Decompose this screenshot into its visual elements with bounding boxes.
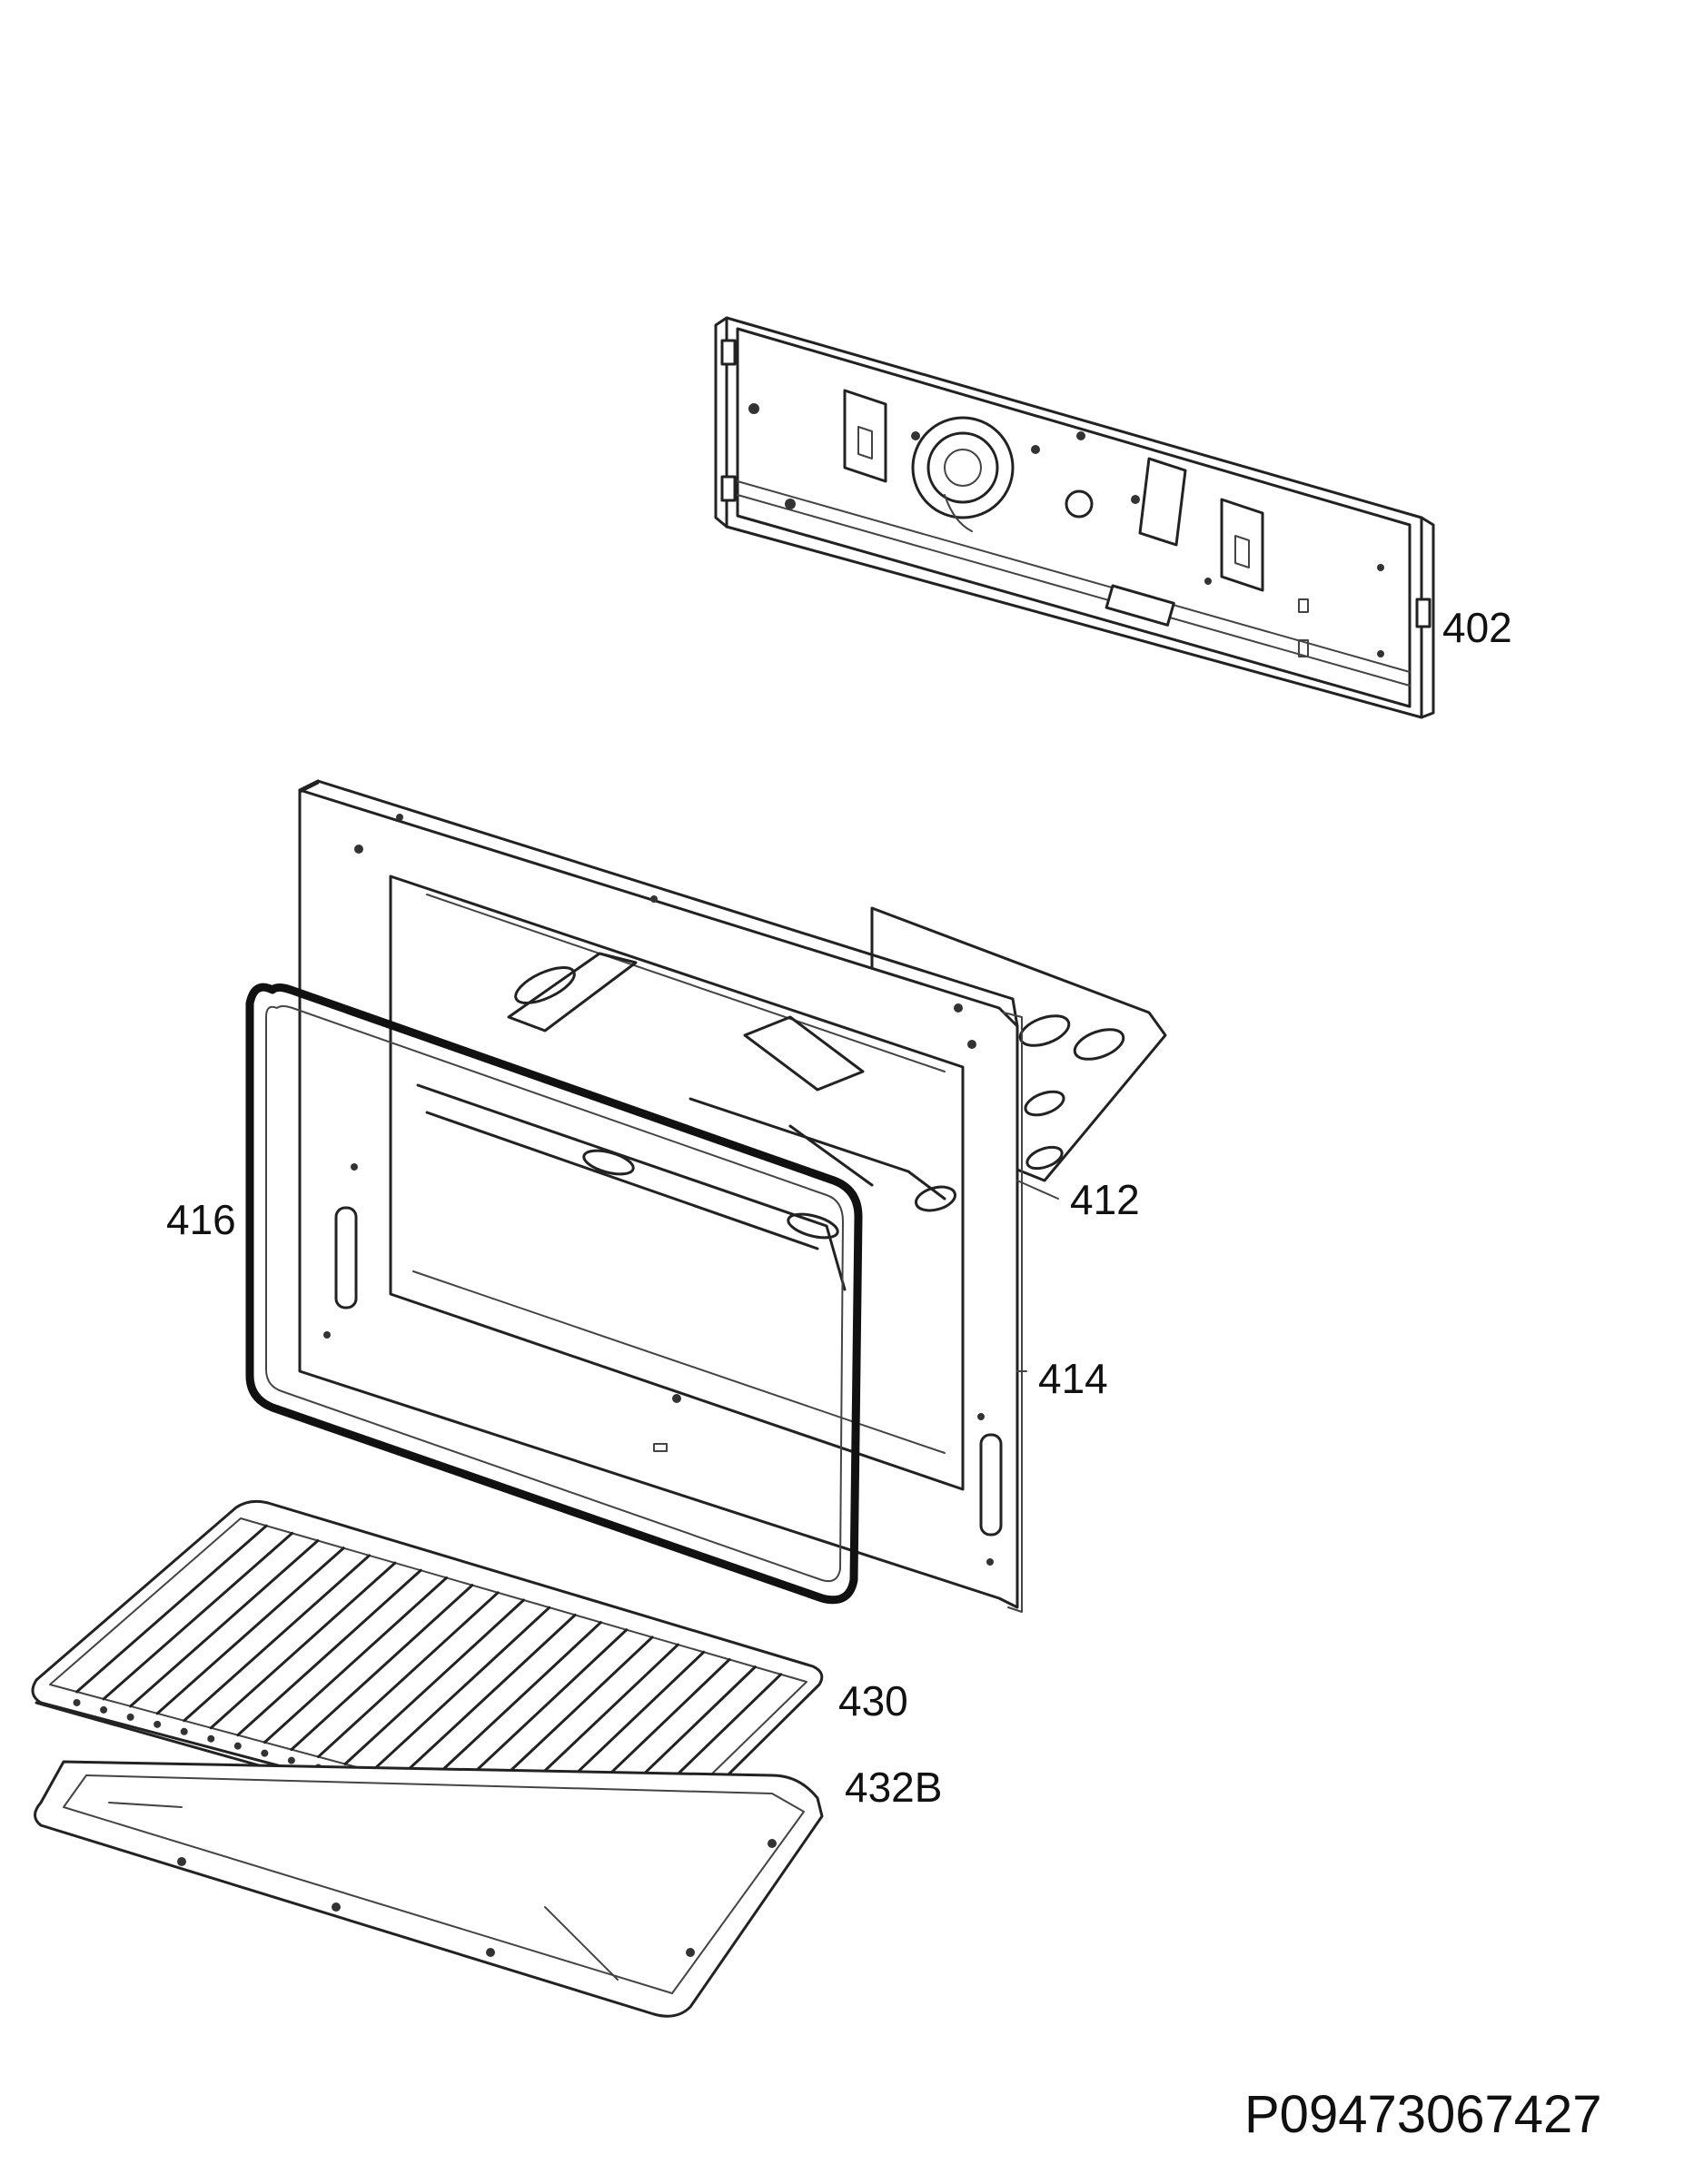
- rack-foot: [207, 1734, 215, 1743]
- rack-bar: [102, 1531, 294, 1701]
- rack-bar: [75, 1524, 268, 1694]
- rack-bar: [290, 1584, 474, 1752]
- rack-foot: [233, 1742, 242, 1750]
- rack-foot: [126, 1713, 134, 1721]
- document-id: P09473067427: [1244, 2085, 1602, 2144]
- control-panel-bracket: [714, 316, 1435, 719]
- rack-bar: [424, 1621, 602, 1787]
- rack-bar: [155, 1547, 345, 1715]
- rack-bar: [183, 1554, 371, 1723]
- rack-foot: [100, 1705, 108, 1714]
- rack-foot: [180, 1727, 188, 1735]
- baking-tray: [34, 1760, 824, 2018]
- rack-bar: [263, 1576, 449, 1744]
- rack-foot: [261, 1749, 269, 1757]
- label-414: 414: [1038, 1355, 1108, 1402]
- front-frame: [298, 779, 1023, 1613]
- rack-bar: [451, 1628, 629, 1794]
- label-412: 412: [1070, 1176, 1140, 1223]
- label-432B: 432B: [845, 1764, 943, 1811]
- rack-foot: [287, 1756, 295, 1764]
- leader-lines: [1016, 1180, 1059, 1372]
- rack-bar: [316, 1591, 500, 1759]
- label-416: 416: [166, 1196, 236, 1243]
- rack-bar: [343, 1598, 525, 1765]
- rack-bar: [209, 1561, 397, 1730]
- door-seal-gasket: [245, 983, 863, 1605]
- rack-foot: [73, 1698, 81, 1706]
- label-402: 402: [1442, 604, 1512, 651]
- label-430: 430: [838, 1677, 908, 1724]
- rack-bar: [236, 1568, 422, 1737]
- rack-foot: [154, 1720, 162, 1728]
- rack-bar: [371, 1606, 551, 1773]
- rack-bar: [129, 1539, 320, 1708]
- rack-bar: [397, 1613, 577, 1780]
